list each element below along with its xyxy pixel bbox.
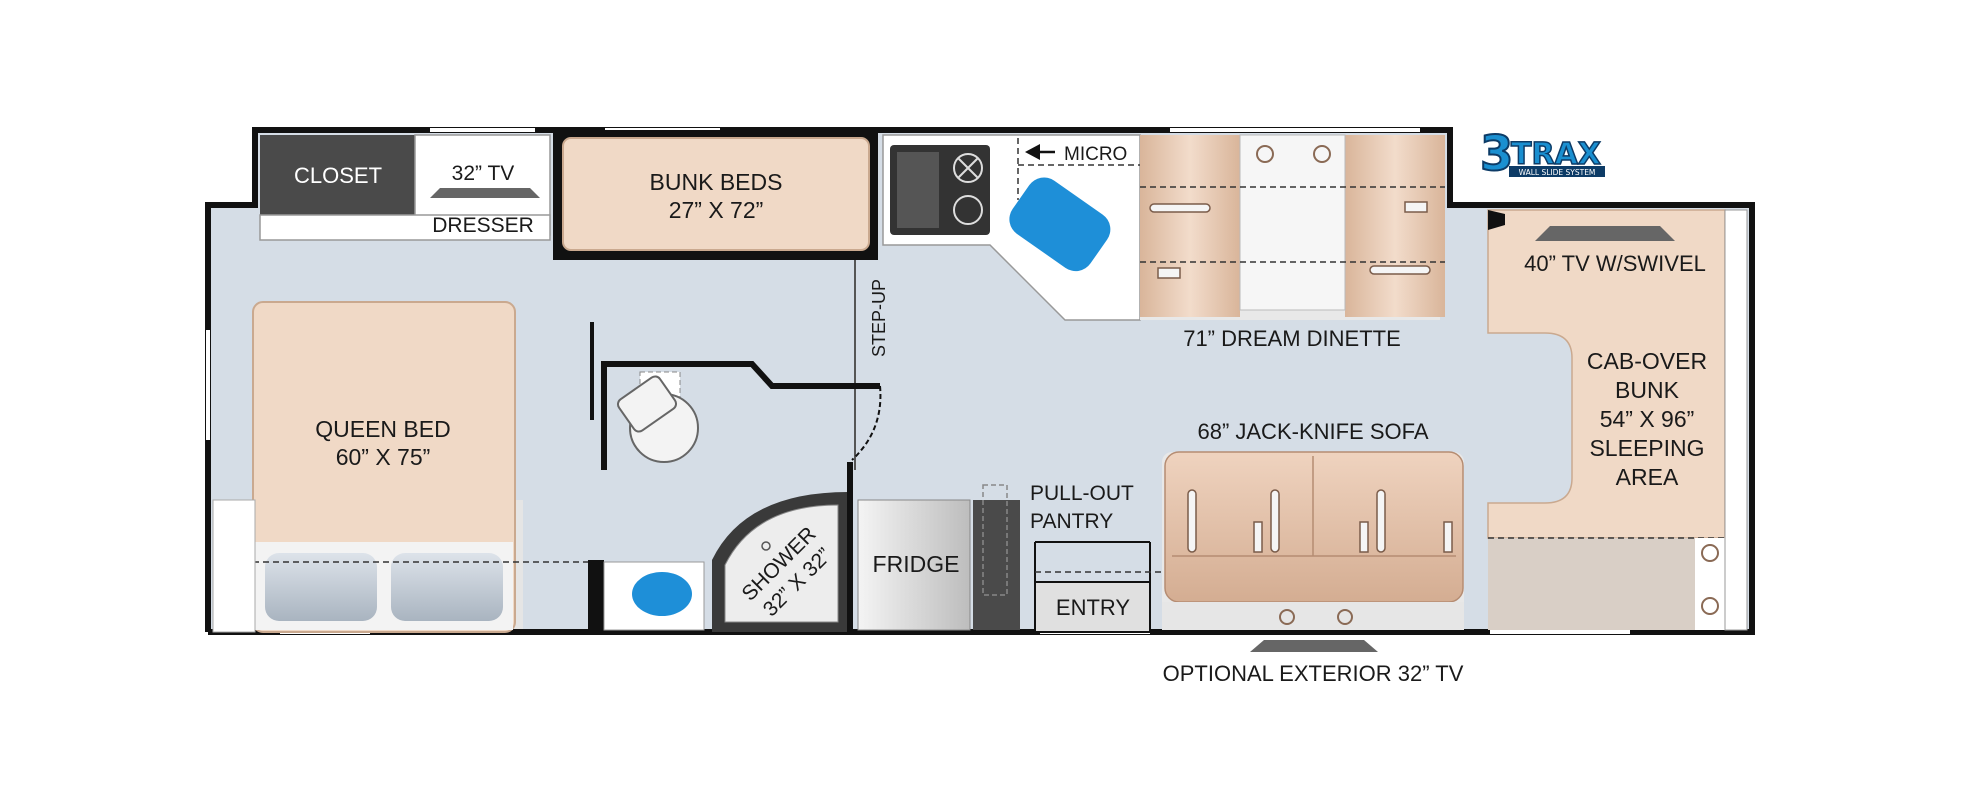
cab-over-line-4: SLEEPING [1589, 435, 1704, 461]
bunk-beds: BUNK BEDS 27” X 72” [553, 130, 878, 260]
bath-sink-icon [632, 572, 692, 616]
arrow-left-icon [1025, 144, 1040, 160]
pullout-label-2: PANTRY [1030, 510, 1113, 533]
dinette: 71” DREAM DINETTE [1140, 134, 1445, 351]
logo-tagline: WALL SLIDE SYSTEM [1519, 168, 1596, 177]
pillow-icon [265, 553, 377, 621]
cab-over-line-5: AREA [1616, 464, 1679, 490]
closet: CLOSET [260, 135, 415, 215]
tv-40-icon [1535, 226, 1675, 241]
closet-label: CLOSET [294, 163, 382, 188]
exterior-tv: OPTIONAL EXTERIOR 32” TV [1163, 640, 1464, 686]
trax-logo: 3 TRAX WALL SLIDE SYSTEM [1479, 125, 1606, 183]
pullout-pantry: PULL-OUT PANTRY [973, 482, 1134, 630]
door-swing [851, 385, 882, 461]
dinette-label: 71” DREAM DINETTE [1183, 326, 1401, 351]
cab-over-line-1: CAB-OVER [1587, 348, 1707, 374]
exterior-tv-icon [1250, 640, 1378, 652]
kitchen-counter: MICRO [882, 134, 1141, 321]
fridge: FRIDGE [857, 499, 971, 631]
bunk-beds-size: 27” X 72” [669, 197, 764, 223]
queen-bed-title: QUEEN BED [315, 416, 450, 442]
tv-32-label: 32” TV [452, 162, 515, 185]
micro-label: MICRO [1064, 144, 1127, 165]
jack-knife-sofa: 68” JACK-KNIFE SOFA [1162, 419, 1464, 630]
cab-over-line-2: BUNK [1615, 377, 1680, 403]
sofa-label: 68” JACK-KNIFE SOFA [1197, 419, 1428, 444]
tv-40-label: 40” TV W/SWIVEL [1524, 251, 1706, 276]
cab-over-line-3: 54” X 96” [1600, 406, 1695, 432]
step-up-label: STEP-UP [869, 279, 889, 357]
entry-label: ENTRY [1056, 595, 1130, 620]
dresser: 32” TV DRESSER [259, 134, 551, 241]
pillow-icon [391, 553, 503, 621]
fridge-label: FRIDGE [873, 551, 960, 577]
bathroom: SHOWER 32” X 32” [588, 322, 882, 632]
queen-bed: QUEEN BED 60” X 75” [212, 301, 590, 633]
pullout-label-1: PULL-OUT [1030, 482, 1134, 505]
step-up: STEP-UP [854, 260, 889, 470]
dresser-label: DRESSER [432, 214, 534, 237]
kitchen-sink-icon [1009, 177, 1111, 272]
bunk-beds-title: BUNK BEDS [650, 169, 783, 195]
exterior-tv-label: OPTIONAL EXTERIOR 32” TV [1163, 661, 1464, 686]
queen-bed-size: 60” X 75” [336, 444, 431, 470]
cab-over-bunk: 40” TV W/SWIVEL CAB-OVER BUNK 54” X 96” … [1487, 209, 1748, 631]
logo-numeral: 3 [1480, 126, 1513, 182]
